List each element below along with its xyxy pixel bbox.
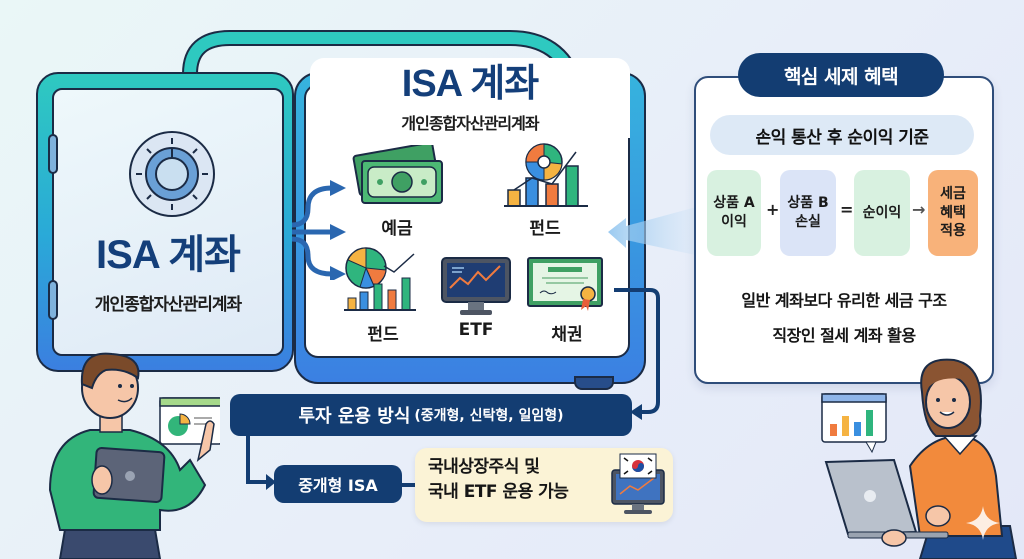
- domestic-investment-text: 국내상장주식 및 국내 ETF 운용 가능: [428, 455, 569, 504]
- equals-sign: =: [840, 200, 854, 219]
- sparkle-icon: [966, 506, 1000, 540]
- plus-sign: +: [766, 200, 780, 219]
- man-with-tablet-illustration: [48, 352, 220, 559]
- safe-subtitle: 개인종합자산관리계좌: [94, 295, 242, 315]
- investment-method-bar: 투자 운용 방식 (중개형, 신탁형, 일임형): [230, 394, 632, 436]
- cabinet-header-bg: [310, 58, 630, 138]
- korea-flag-monitor-icon: [611, 453, 665, 514]
- product-label-fund-2: 펀드: [367, 325, 399, 345]
- method-title: 투자 운용 방식: [298, 406, 411, 427]
- isa-connector-line: [402, 483, 416, 487]
- product-label-deposit: 예금: [381, 219, 413, 239]
- bond-to-method-arrow: [614, 288, 660, 420]
- safe-hinge: [48, 280, 58, 320]
- pie-bar-chart-icon: [344, 247, 416, 311]
- product-label-bond: 채권: [551, 325, 583, 345]
- method-to-isa-arrow: [246, 436, 276, 490]
- note-tax-structure: 일반 계좌보다 유리한 세금 구조: [741, 291, 947, 310]
- domestic-line-2: 국내 ETF 운용 가능: [428, 481, 569, 502]
- net-profit: 순이익: [854, 170, 910, 256]
- product-a-gain: 상품 A 이익: [707, 170, 761, 256]
- woman-with-laptop-illustration: [821, 358, 1018, 559]
- cabinet-title: ISA 계좌: [401, 63, 539, 105]
- tax-benefit-header: 핵심 세제 혜택: [738, 53, 944, 97]
- cabinet-foot: [574, 376, 614, 390]
- monitor-chart-icon: [441, 257, 511, 315]
- arrow-right-icon: →: [912, 200, 926, 219]
- product-label-etf: ETF: [458, 320, 494, 340]
- cabinet-subtitle: 개인종합자산관리계좌: [401, 114, 539, 133]
- branch-arrows: [292, 180, 346, 280]
- certificate-icon: [527, 257, 603, 311]
- note-employee-saving: 직장인 절세 계좌 활용: [772, 326, 916, 345]
- method-types: (중개형, 신탁형, 일임형): [414, 408, 564, 424]
- brokerage-isa-badge: 중개형 ISA: [274, 465, 402, 503]
- benefit-pointer-arrow: [608, 206, 700, 256]
- cash-icon: [352, 145, 443, 204]
- product-label-fund-1: 펀드: [529, 219, 561, 239]
- domestic-line-1: 국내상장주식 및: [428, 457, 540, 477]
- safe-title: ISA 계좌: [96, 233, 241, 277]
- tax-benefit-applied: 세금 혜택 적용: [928, 170, 978, 256]
- netting-rule: 손익 통산 후 순이익 기준: [710, 115, 974, 155]
- safe-handle: [48, 134, 58, 174]
- product-b-loss: 상품 B 손실: [780, 170, 836, 256]
- combination-dial-icon: [129, 131, 215, 217]
- pie-bar-growth-icon: [504, 143, 588, 207]
